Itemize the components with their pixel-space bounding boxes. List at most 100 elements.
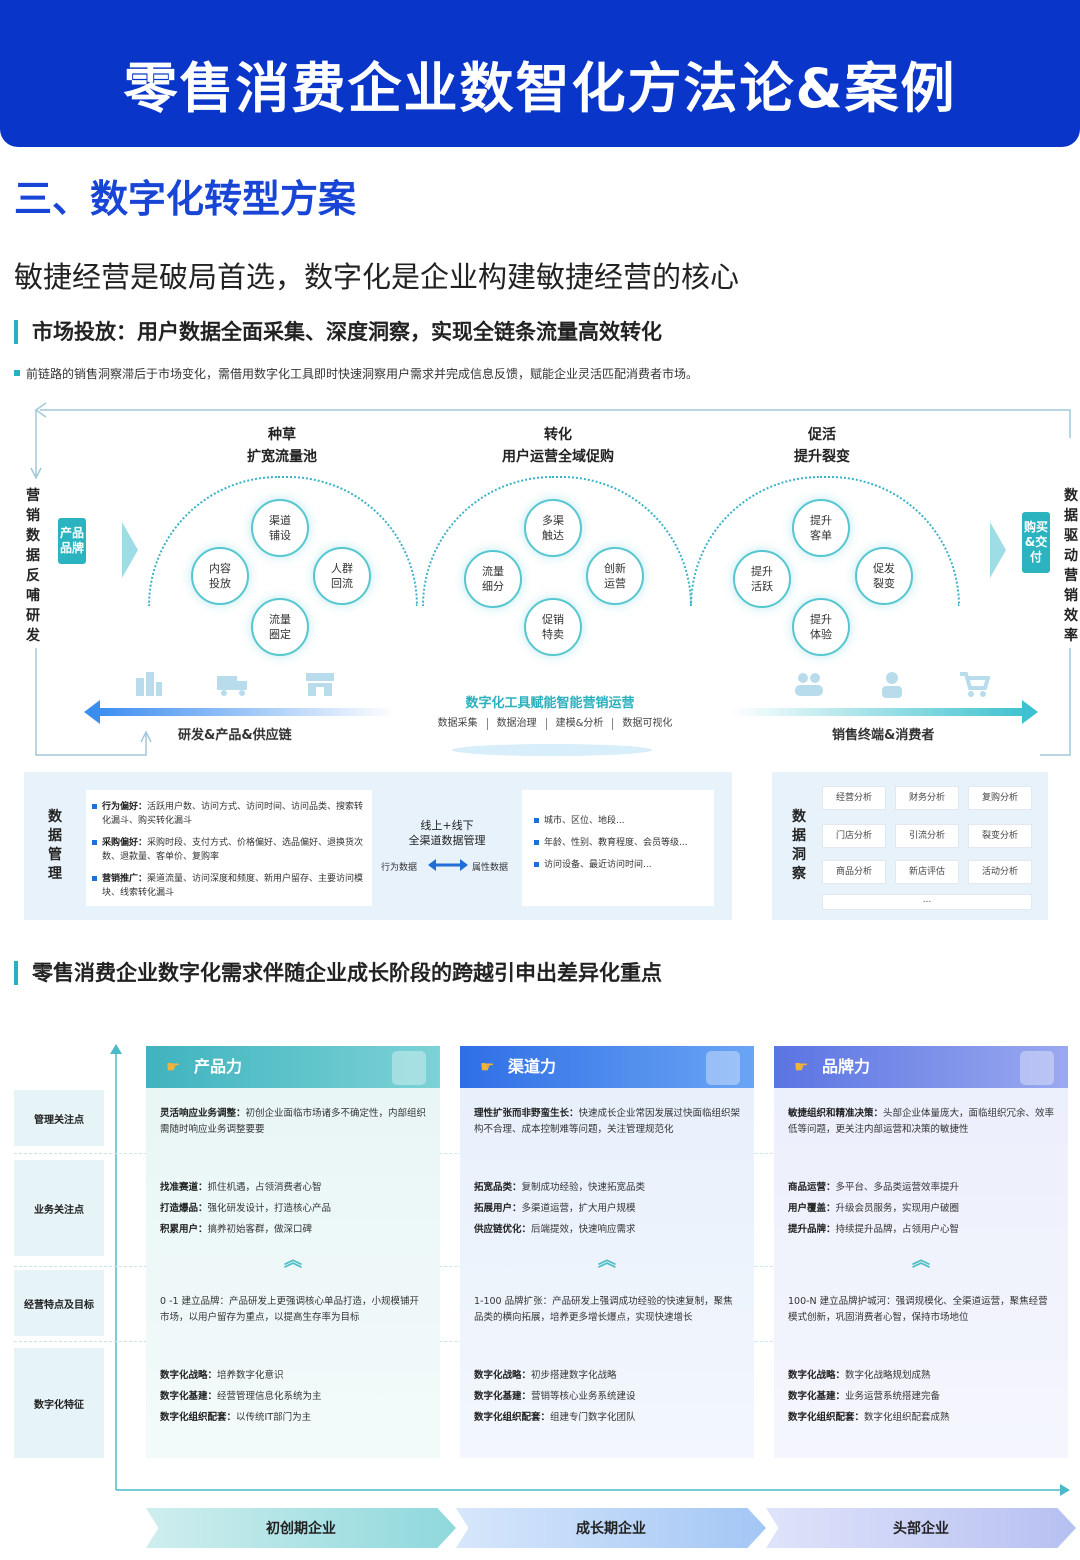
bubble-promotion: 促销 特卖: [524, 598, 582, 656]
list-item: 采购偏好：采购时段、支付方式、价格偏好、选品偏好、退换货次数、退款量、客单价、复…: [92, 836, 368, 864]
analysis-button[interactable]: 财务分析: [895, 786, 959, 810]
cart-icon: [958, 670, 991, 700]
column-header: ☛ 品牌力: [774, 1046, 1068, 1088]
data-management-label: 数据管理: [48, 809, 62, 882]
page-title: 零售消费企业数智化方法论&案例: [123, 57, 957, 120]
chevron-up-icon: ︽: [284, 1250, 302, 1271]
target-cell: 1-100 品牌扩张：产品研发上强调成功经验的快速复制，聚焦品类的横向拓展，培养…: [474, 1296, 733, 1323]
attribute-data-label: 属性数据: [472, 863, 509, 873]
digital-cell: 数字化战略：培养数字化意识 数字化基建：经营管理信息化系统为主 数字化组织配套：…: [160, 1370, 322, 1423]
column-header: ☛ 产品力: [146, 1046, 440, 1088]
analysis-button[interactable]: 商品分析: [822, 860, 886, 884]
stage-leader: 头部企业: [766, 1508, 1076, 1548]
list-item: 营销推广：渠道流量、访问深度和频度、新用户留存、主要访问模块、线索转化漏斗: [92, 872, 368, 900]
growth-heading: 零售消费企业数字化需求伴随企业成长阶段的跨越引申出差异化重点: [14, 961, 662, 985]
pointing-hand-icon: ☛: [166, 1057, 181, 1076]
column-body: [774, 1088, 1068, 1458]
list-item: 行为偏好：活跃用户数、访问方式、访问时间、访问品类、搜索转化漏斗、购买转化漏斗: [92, 800, 368, 828]
bubble-segment: 流量 细分: [464, 550, 522, 608]
right-axis-label: 销售终端&消费者: [832, 728, 935, 743]
cube-icon: [1020, 1051, 1054, 1085]
attribute-box: [522, 790, 714, 906]
section-title: 三、数字化转型方案: [14, 177, 357, 221]
row-label-management: 管理关注点: [14, 1090, 104, 1146]
chevron-up-icon: ︽: [912, 1250, 930, 1271]
business-cell: 找准赛道：抓住机遇，占领消费者心智 打造爆品：强化研发设计，打造核心产品 积累用…: [160, 1182, 332, 1235]
row-label-digital: 数字化特征: [14, 1348, 104, 1458]
analysis-button[interactable]: 引流分析: [895, 824, 959, 848]
target-cell: 100-N 建立品牌护城河：强调规模化、全渠道运营，聚焦经营模式创新，巩固消费者…: [788, 1296, 1048, 1323]
left-vertical-label: 营销数据反哺研发: [26, 488, 40, 644]
bubble-content: 内容 投放: [191, 547, 249, 605]
list-item: 城市、区位、地段...: [534, 814, 710, 828]
phase-seeding: 种草扩宽流量池: [247, 427, 317, 465]
store-icon: [304, 670, 336, 700]
data-insight-label: 数据洞察: [792, 809, 806, 882]
cube-icon: [392, 1051, 426, 1085]
management-cell: 灵活响应业务调整：初创企业面临市场诸多不确定性，内部组织需随时响应业务调整要要: [160, 1108, 427, 1135]
behavior-list: 行为偏好：活跃用户数、访问方式、访问时间、访问品类、搜索转化漏斗、购买转化漏斗 …: [92, 800, 368, 908]
pointing-hand-icon: ☛: [480, 1057, 495, 1076]
stage-growth: 成长期企业: [456, 1508, 766, 1548]
list-item: 访问设备、最近访问时间...: [534, 858, 710, 872]
tools-row: 数据采集 数据治理 建模&分析 数据可视化: [420, 718, 690, 730]
column-product: ☛ 产品力 灵活响应业务调整：初创企业面临市场诸多不确定性，内部组织需随时响应业…: [146, 1046, 440, 1458]
column-body: [460, 1088, 754, 1458]
growth-axes: [110, 1044, 1070, 1496]
person-icon: [876, 670, 908, 700]
bubble-channel: 渠道 铺设: [251, 499, 309, 557]
double-arrow-icon: [428, 859, 468, 871]
analysis-button[interactable]: 活动分析: [968, 860, 1032, 884]
bubble-multichannel: 多渠 触达: [524, 499, 582, 557]
digital-cell: 数字化战略：初步搭建数字化战略 数字化基建：营销等核心业务系统建设 数字化组织配…: [474, 1370, 636, 1423]
behavior-data-label: 行为数据: [381, 863, 418, 873]
left-axis-label: 研发&产品&供应链: [178, 728, 292, 743]
header-banner: 零售消费企业数智化方法论&案例: [0, 0, 1080, 147]
people-icon: [792, 670, 824, 700]
behavior-box: [86, 790, 372, 906]
chevron-right-icon: [990, 522, 1006, 578]
center-title: 数字化工具赋能智能营销运营: [465, 696, 635, 711]
right-vertical-label: 数据驱动营销效率: [1064, 488, 1078, 644]
tool-item: 建模&分析: [547, 718, 614, 730]
list-item: 年龄、性别、教育程度、会员等级...: [534, 836, 710, 850]
management-cell: 敏捷组织和精准决策：头部企业体量庞大，面临组织冗余、效率低等问题，更关注内部运营…: [788, 1108, 1055, 1135]
business-cell: 商品运营：多平台、多品类运营效率提升 用户覆盖：升级会员服务，实现用户破圈 提升…: [788, 1182, 960, 1235]
column-header: ☛ 渠道力: [460, 1046, 754, 1088]
analysis-button[interactable]: 门店分析: [822, 824, 886, 848]
analysis-button[interactable]: 经营分析: [822, 786, 886, 810]
analysis-button[interactable]: 裂变分析: [968, 824, 1032, 848]
purchase-delivery-badge: 购买&交付: [1022, 512, 1050, 573]
analysis-button[interactable]: 复购分析: [968, 786, 1032, 810]
bubble-innovation: 创新 运营: [586, 547, 644, 605]
bubble-fission: 促发 裂变: [855, 547, 913, 605]
chevron-right-icon: [122, 522, 138, 578]
row-label-target: 经营特点及目标: [14, 1270, 104, 1336]
factory-icon: [132, 668, 164, 698]
business-cell: 拓宽品类：复制成功经验，快速拓宽品类 拓展用户：多渠道运营，扩大用户规模 供应链…: [474, 1182, 646, 1235]
more-button[interactable]: ...: [822, 894, 1032, 910]
bubble-order-value: 提升 客单: [792, 499, 850, 557]
tool-item: 数据采集: [429, 718, 488, 730]
market-heading: 市场投放：用户数据全面采集、深度洞察，实现全链条流量高效转化: [14, 320, 662, 344]
attribute-list: 城市、区位、地段... 年龄、性别、教育程度、会员等级... 访问设备、最近访问…: [534, 814, 710, 880]
column-channel: ☛ 渠道力 理性扩张而非野蛮生长：快速成长企业常因发展过快面临组织架构不合理、成…: [460, 1046, 754, 1458]
target-cell: 0 -1 建立品牌：产品研发上更强调核心单品打造，小规模铺开市场，以用户留存为重…: [160, 1296, 420, 1323]
pointing-hand-icon: ☛: [794, 1057, 809, 1076]
product-brand-badge: 产品品牌: [58, 518, 86, 564]
bubble-activity: 提升 活跃: [733, 550, 791, 608]
tool-item: 数据治理: [488, 718, 547, 730]
tool-item: 数据可视化: [622, 718, 673, 729]
row-label-business: 业务关注点: [14, 1160, 104, 1256]
phase-conversion: 转化用户运营全域促购: [502, 427, 614, 465]
analysis-button[interactable]: 新店评估: [895, 860, 959, 884]
column-brand: ☛ 品牌力 敏捷组织和精准决策：头部企业体量庞大，面临组织冗余、效率低等问题，更…: [774, 1046, 1068, 1458]
cube-icon: [706, 1051, 740, 1085]
diagram-frame: [30, 402, 1071, 756]
bubble-experience: 提升 体验: [792, 598, 850, 656]
chevron-up-icon: ︽: [598, 1250, 616, 1271]
phase-activation: 促活提升裂变: [794, 427, 850, 465]
bubble-audience: 人群 回流: [313, 547, 371, 605]
bubble-traffic: 流量 圈定: [251, 598, 309, 656]
omnichannel-title: 线上+线下 全渠道数据管理: [408, 819, 486, 847]
